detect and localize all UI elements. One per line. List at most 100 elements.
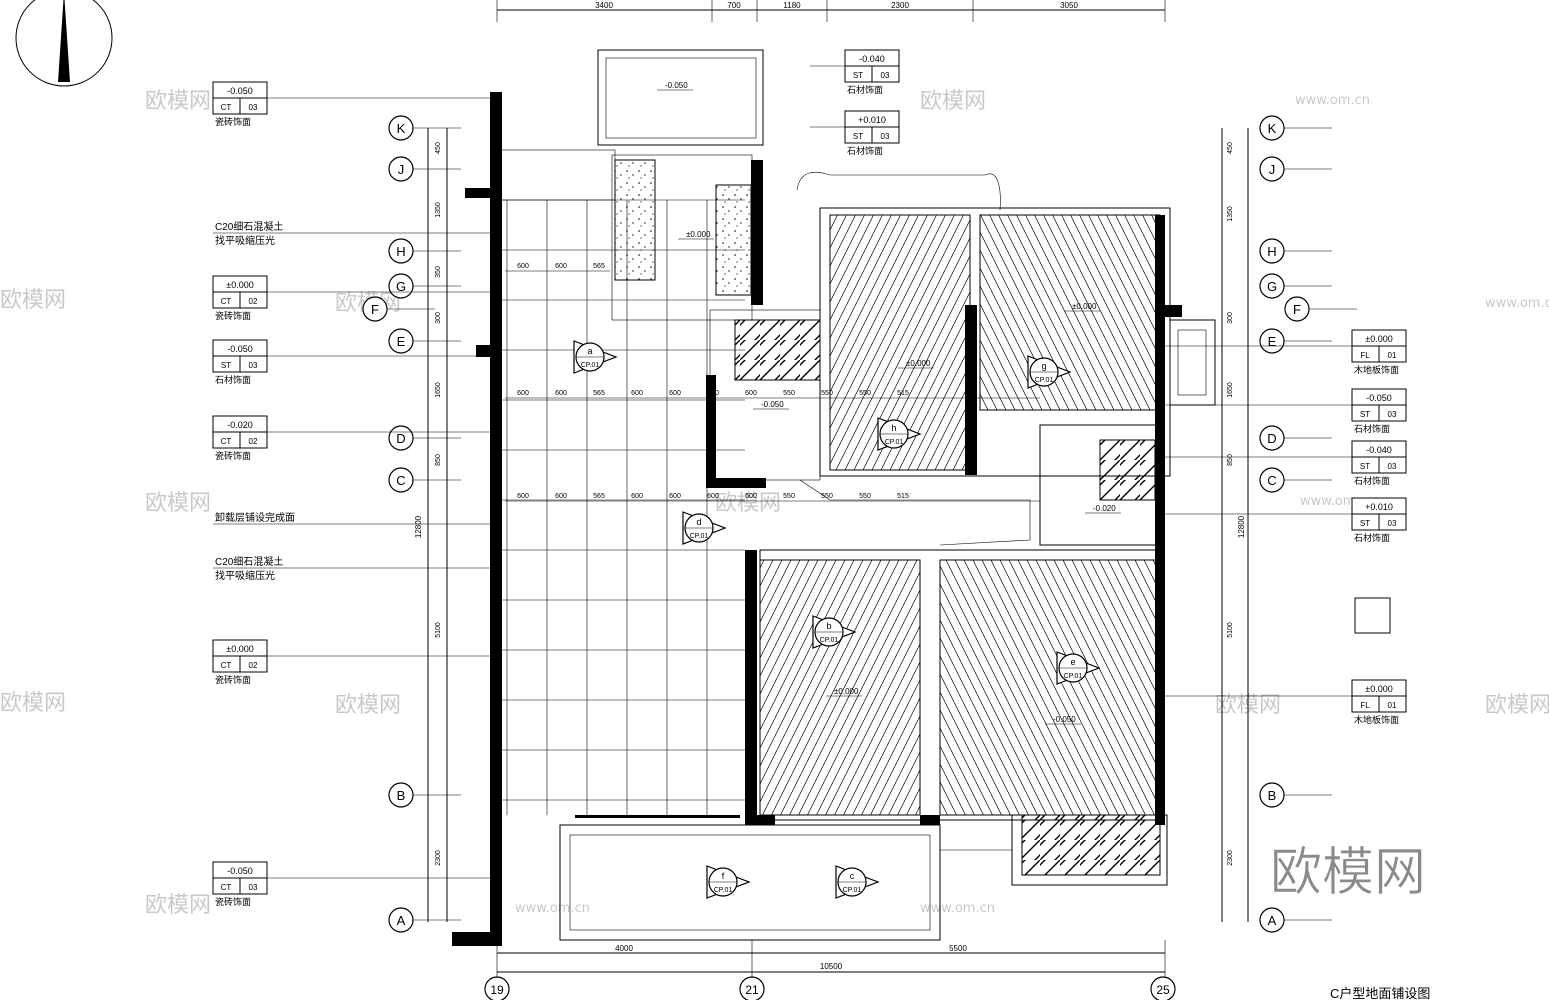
- section-marker: dCP.01: [682, 511, 727, 545]
- top-dim: 1180: [783, 1, 801, 10]
- room-level: ±0.000: [686, 230, 711, 239]
- kitchen-stone-area: [715, 184, 752, 296]
- kitchen-stone-area: [614, 159, 656, 281]
- grid-column-bubble: [484, 976, 510, 1000]
- material-note: 石材饰面: [1354, 532, 1390, 543]
- tile-dim: 600: [517, 390, 529, 397]
- grid-column-label: 19: [490, 983, 504, 997]
- room-level: -0.020: [1093, 504, 1116, 513]
- bottom-dim: 5500: [949, 944, 967, 953]
- left-total-dim: 12800: [414, 515, 423, 538]
- watermark-text: 欧模网: [335, 693, 401, 718]
- grid-row-label: D: [396, 431, 405, 446]
- material-note: 卸载层铺设完成面: [215, 511, 295, 524]
- drawing-caption: C户型地面铺设图: [1330, 986, 1430, 1000]
- watermark-text: 欧模网: [145, 893, 211, 918]
- right-dimension-line: 12800 450 1350 300 1650 850 5100 2300: [1221, 128, 1249, 922]
- bottom-total-dim: 10500: [820, 962, 843, 971]
- elevation-value: ±0.000: [1365, 334, 1392, 344]
- section-letter: b: [826, 621, 831, 631]
- grid-row-label: C: [396, 473, 405, 488]
- section-sheet: CP.01: [690, 533, 709, 540]
- material-number: 03: [1388, 410, 1397, 419]
- section-letter: g: [1041, 361, 1046, 371]
- section-sheet: CP.01: [1035, 377, 1054, 384]
- material-code: ST: [1360, 462, 1370, 471]
- right-dim: 300: [1227, 312, 1234, 324]
- grid-column-label: 25: [1156, 983, 1170, 997]
- grid-row-label: F: [371, 302, 379, 317]
- material-note: 瓷砖饰面: [215, 116, 251, 127]
- watermark-text: 欧模网: [715, 491, 781, 516]
- grid-row-label: K: [397, 121, 406, 136]
- tile-dim: 600: [555, 493, 567, 500]
- material-note: 石材饰面: [847, 145, 883, 156]
- elevation-value: ±0.000: [226, 644, 253, 654]
- elevation-value: -0.040: [859, 54, 885, 64]
- top-dim: 3400: [595, 1, 613, 10]
- grid-row-label: E: [1268, 334, 1277, 349]
- material-code: FL: [1360, 351, 1370, 360]
- grid-row-label: J: [398, 162, 405, 177]
- material-number: 03: [249, 361, 258, 370]
- grid-column-bubble: [739, 976, 765, 1000]
- living-room-tile-grid: 6006005656006005656006006006005505505505…: [502, 199, 1040, 815]
- material-note: 找平吸缩压光: [215, 569, 275, 582]
- elevation-value: +0.010: [858, 115, 886, 125]
- material-code: CT: [221, 103, 232, 112]
- building-outline: [499, 49, 1391, 941]
- material-note: 石材饰面: [1354, 475, 1390, 486]
- section-letter: d: [696, 517, 701, 527]
- tile-dim: 550: [859, 493, 871, 500]
- tile-dim: 515: [897, 390, 909, 397]
- grid-row-label: H: [1267, 244, 1276, 259]
- north-arrow-icon: [15, 0, 113, 87]
- left-dim: 300: [435, 312, 442, 324]
- grid-column-bubble: [1150, 976, 1176, 1000]
- left-dim: 850: [435, 454, 442, 466]
- right-dim: 1350: [1227, 206, 1234, 222]
- material-code: ST: [853, 132, 863, 141]
- right-dim: 850: [1227, 454, 1234, 466]
- material-note: C20细石混凝土: [215, 220, 283, 233]
- balcony-stone-area: [1021, 814, 1161, 876]
- tile-dim: 600: [745, 493, 757, 500]
- section-sheet: CP.01: [820, 637, 839, 644]
- left-dim: 450: [435, 142, 442, 154]
- section-marker: hCP.01: [877, 417, 922, 451]
- tile-dim: 600: [707, 493, 719, 500]
- section-sheet: CP.01: [581, 362, 600, 369]
- left-dim: 350: [435, 266, 442, 278]
- tile-dim: 600: [517, 263, 529, 270]
- elevation-value: ±0.000: [1365, 684, 1392, 694]
- grid-row-label: B: [397, 788, 406, 803]
- room-level: -0.050: [665, 81, 688, 90]
- left-dim: 1650: [435, 382, 442, 398]
- bottom-dim: 4000: [615, 944, 633, 953]
- bathroom-stone-area: [734, 319, 821, 381]
- section-sheet: CP.01: [714, 887, 733, 894]
- material-note: 瓷砖饰面: [215, 310, 251, 321]
- material-number: 01: [1388, 701, 1397, 710]
- watermark-text: www.om.cn: [515, 901, 590, 916]
- grid-row-label: F: [1293, 302, 1301, 317]
- grid-row-label: D: [1267, 431, 1276, 446]
- top-dimension-line: 3400 700 1180 2300 3050: [496, 0, 1166, 22]
- bathroom-stone-area: [1099, 439, 1156, 501]
- watermark-text: www.om.cn: [1485, 296, 1549, 311]
- top-dim: 700: [727, 1, 741, 10]
- elevation-value: -0.040: [1366, 445, 1392, 455]
- room-level-notes: -0.050±0.000-0.050±0.000±0.000±0.000-0.0…: [657, 81, 1121, 725]
